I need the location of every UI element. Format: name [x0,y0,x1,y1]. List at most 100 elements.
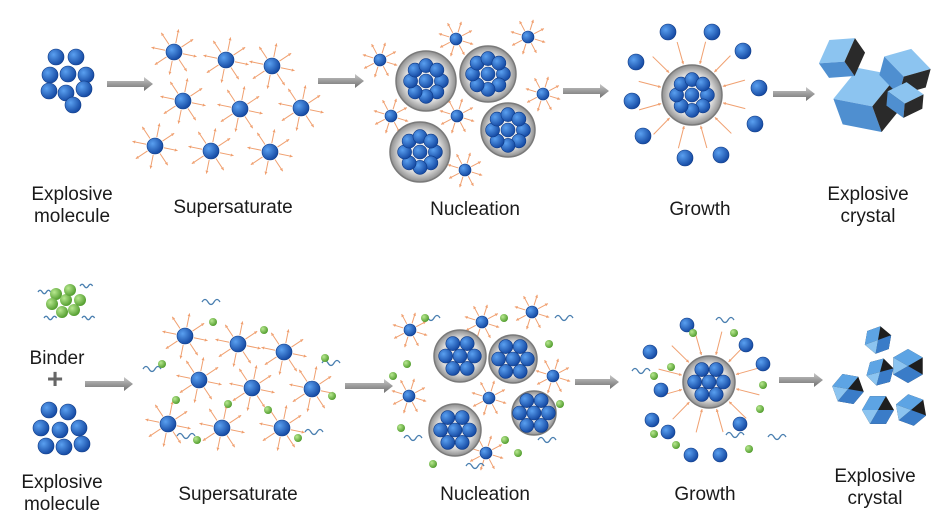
ray-head [394,98,397,102]
molecule-dot [403,323,417,337]
molecule-dot [546,369,560,383]
ray-head [699,125,703,129]
ray-head [392,51,396,55]
ray-head [314,366,318,370]
inward-ray [728,401,747,419]
molecule-dot [512,364,528,379]
ray-head [494,410,498,414]
label-explosive-crystal-top: Explosive crystal [827,184,909,227]
ray-head [252,75,257,79]
label-binder: Binder [29,348,85,369]
ray-head [498,444,502,448]
crystal-face-left [818,61,855,78]
molecule-dot [75,80,93,98]
molecule-dot [716,374,731,390]
molecule-dot [447,422,463,438]
crystal-face-right [903,94,924,118]
ray-head [255,96,260,100]
ray-head [321,404,325,409]
ray-head [492,380,495,384]
ray-head [385,130,388,134]
binder-dot [759,381,767,389]
ray-head [162,443,166,447]
ray-head [666,69,670,73]
molecule-dot [384,109,398,123]
molecule-dot [541,405,556,421]
ray-head [503,401,507,404]
molecule-dot [445,336,461,351]
ray-head [187,313,191,317]
ray-head [460,98,463,102]
ray-head [514,306,518,309]
binder-dot [64,284,76,296]
ray-head [729,401,733,405]
molecule-dot [263,57,281,75]
ray-head [245,62,249,66]
binder-chain [201,298,221,306]
ray-head [540,28,544,32]
molecule-dot [519,418,535,433]
binder-chain [631,367,651,375]
binder-dot [556,400,564,408]
ray-head [400,380,404,384]
molecule-dot [694,362,710,377]
ray-head [479,173,483,176]
molecule-dot [701,374,717,390]
ray-head [440,44,444,48]
ray-head [132,140,136,144]
ray-head [204,338,208,342]
ray-head [259,46,263,51]
molecule-dot [159,415,177,433]
ray-head [272,129,276,133]
ray-head [470,182,474,186]
binder-chain [465,462,485,470]
binder-chain [304,428,324,436]
inward-ray [714,55,731,73]
ray-head [470,42,474,45]
ray-head [537,108,540,112]
binder-chain [537,436,557,444]
binder-dot [514,449,522,457]
binder-dot [172,396,180,404]
process-arrow [85,377,133,391]
ray-head [266,85,270,89]
ray-head [278,371,282,375]
ray-head [699,351,703,356]
ray-head [257,132,261,137]
molecule-dot [459,361,475,376]
ray-head [198,88,203,92]
ray-head [281,117,286,121]
ray-head [199,422,203,426]
ray-head [289,154,293,158]
process-arrow [107,77,153,91]
molecule-dot [40,401,58,419]
binder-dot [209,318,217,326]
molecule-dot [64,96,82,114]
ray-head [179,355,183,359]
ray-head [285,139,290,143]
binder-chain [79,283,94,289]
process-arrows [85,74,823,393]
crystal-facet [864,326,881,345]
binder-dot [730,329,738,337]
binder-dot [56,306,68,318]
crystal-facet [832,386,848,402]
molecule-dot [642,344,658,360]
binder-dot [756,405,764,413]
ray-head [276,447,280,451]
molecule-dot [525,305,539,319]
ray-head [261,403,265,408]
crystal-facet [898,410,927,426]
molecule-dot [703,23,721,41]
ray-head [500,456,504,459]
ray-head [154,61,159,65]
ray-head [364,65,368,69]
ray-head [242,86,246,90]
molecule-dot [429,62,445,78]
inward-ray [714,117,732,134]
ray-head [489,435,492,439]
ray-head [220,166,224,171]
crystal-face-left [833,98,882,132]
ray-head [728,358,732,362]
ray-head [438,33,442,36]
